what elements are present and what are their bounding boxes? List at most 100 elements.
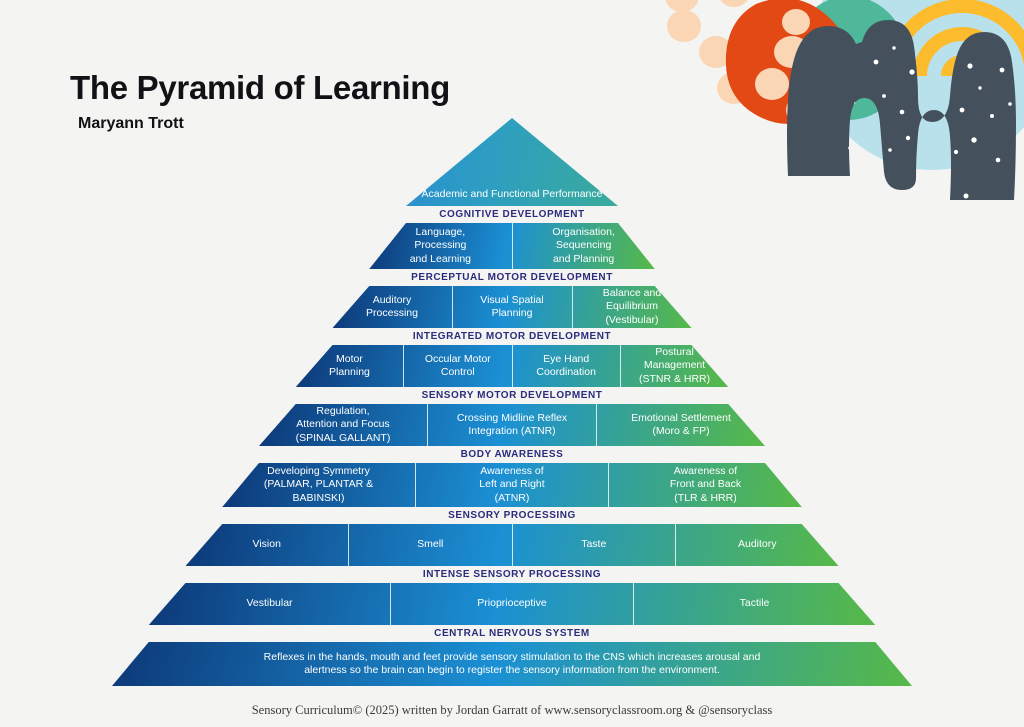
pyramid-cell-line: Left and Right	[479, 478, 545, 491]
pyramid-cell-line: BABINSKI)	[292, 491, 345, 504]
pyramid-cell: Emotional Settlement(Moro & FP)	[597, 404, 765, 446]
pyramid-cell-line: Occular Motor	[424, 352, 491, 365]
pyramid-cell-line: Processing	[414, 239, 467, 252]
pyramid-cell-line: Regulation,	[316, 405, 370, 418]
pyramid-cell-line: Equilibrium	[606, 300, 658, 313]
pyramid-cell-line: Tactile	[739, 597, 770, 610]
pyramid-cell: Vestibular	[149, 583, 392, 625]
page-title: The Pyramid of Learning	[70, 69, 450, 106]
pyramid-cell-line: Postural	[655, 346, 694, 359]
pyramid-cell: Tactile	[634, 583, 876, 625]
pyramid-cell: Smell	[349, 524, 513, 566]
pyramid-tier: Regulation,Attention and Focus(SPINAL GA…	[259, 404, 765, 446]
tier-label-sensory-motor-development: SENSORY MOTOR DEVELOPMENT	[421, 390, 603, 401]
pyramid-cell-line: Emotional Settlement	[631, 411, 731, 424]
apex-line: Performance	[542, 187, 603, 200]
pyramid-cell: Taste	[513, 524, 677, 566]
tier-label-central-nervous-system: CENTRAL NERVOUS SYSTEM	[434, 628, 590, 639]
pyramid-cell-line: Processing	[366, 307, 418, 319]
pyramid-cell-line: Control	[440, 366, 475, 378]
pyramid-cell-line: Vestibular	[246, 597, 293, 610]
pyramid-tier: Vestibular Prioprioceptive Tactile	[149, 583, 876, 625]
apex-line: Academic	[421, 187, 468, 200]
pyramid-cell-line: and Learning	[409, 252, 472, 265]
pyramid-apex: Academic and Functional Performance	[406, 118, 618, 206]
pyramid-cell-line: Balance and	[602, 287, 662, 300]
tier-label-integrated-motor-development: INTEGRATED MOTOR DEVELOPMENT	[412, 331, 612, 342]
pyramid-cell-line: Motor	[336, 352, 363, 365]
pyramid-cell-line: Sequencing	[555, 239, 612, 252]
pyramid-cell: Reflexes in the hands, mouth and feet pr…	[112, 642, 912, 686]
pyramid-cell-line: Auditory	[737, 538, 777, 551]
pyramid-cell-line: Reflexes in the hands, mouth and feet pr…	[263, 650, 761, 663]
pyramid-cell: Vision	[186, 524, 350, 566]
apex-text: Academic and Functional Performance	[406, 188, 618, 201]
pyramid-cell-line: Planning	[329, 366, 370, 378]
pyramid-cell-line: Integration (ATNR)	[468, 425, 556, 437]
peach-dots	[665, 0, 828, 127]
pyramid-tier: Vision Smell Taste Auditory	[186, 524, 839, 566]
pyramid-cell: Auditory	[676, 524, 839, 566]
pyramid-cell-line: Coordination	[536, 366, 596, 378]
pyramid-cell-line: Eye Hand	[543, 352, 590, 365]
pyramid-cell-line: (ATNR)	[494, 491, 530, 504]
pyramid-cell-line: Awareness of	[673, 465, 738, 478]
pyramid-cell-line: Crossing Midline Reflex	[456, 411, 568, 424]
pyramid-cell-line: Language,	[415, 226, 466, 239]
pyramid-cell: Developing Symmetry(PALMAR, PLANTAR &BAB…	[222, 463, 416, 507]
pyramid-cell-line: Attention and Focus	[296, 418, 390, 431]
pyramid-cell-line: (PALMAR, PLANTAR &	[263, 478, 374, 491]
pyramid-cell-line: Vision	[252, 538, 281, 551]
heading-block: The Pyramid of Learning Maryann Trott	[70, 69, 450, 133]
pyramid-cell-line: Visual Spatial	[480, 293, 544, 306]
yellow-arcs	[885, 0, 1024, 77]
pyramid-cell-line: (TLR & HRR)	[674, 491, 737, 504]
author-name: Maryann Trott	[78, 115, 184, 133]
pyramid-cell-line: (STNR & HRR)	[638, 372, 711, 385]
pyramid-cell-line: Planning	[491, 307, 533, 319]
pyramid-diagram: Academic and Functional Performance COGN…	[0, 118, 1024, 686]
pyramid-cell: Prioprioceptive	[391, 583, 634, 625]
pyramid-cell-line: (Vestibular)	[605, 313, 659, 326]
pyramid-tier: Developing Symmetry(PALMAR, PLANTAR &BAB…	[222, 463, 802, 507]
apex-line: and	[470, 187, 489, 200]
pyramid-cell-line: Prioprioceptive	[477, 597, 547, 610]
pyramid-cell-line: Smell	[417, 538, 444, 551]
tier-label-body-awareness: BODY AWARENESS	[460, 449, 564, 460]
footer-credit: Sensory Curriculum© (2025) written by Jo…	[251, 703, 773, 717]
pyramid-cell-line: Taste	[581, 538, 607, 551]
pyramid-cell-line: and Planning	[552, 252, 615, 265]
pyramid-cell: Regulation,Attention and Focus(SPINAL GA…	[259, 404, 428, 446]
apex-line: Functional	[491, 187, 540, 200]
tier-label-intense-sensory-processing: INTENSE SENSORY PROCESSING	[422, 569, 602, 580]
teal-blob	[791, 0, 907, 120]
pyramid-cell-line: alertness so the brain can begin to regi…	[304, 664, 720, 676]
pyramid-cell-line: Management	[643, 359, 706, 372]
pyramid-cell-line: (SPINAL GALLANT)	[295, 431, 391, 444]
tier-label-sensory-processing: SENSORY PROCESSING	[448, 510, 576, 521]
pyramid-cell-line: Developing Symmetry	[267, 465, 370, 478]
pyramid-cell-line: (Moro & FP)	[652, 425, 710, 437]
orange-blob	[725, 0, 850, 125]
tier-label-cognitive-development: COGNITIVE DEVELOPMENT	[439, 209, 585, 220]
pyramid-cell-line: Awareness of	[480, 465, 544, 478]
pyramid-cell-line: Organisation,	[552, 226, 615, 239]
pyramid-tier: Reflexes in the hands, mouth and feet pr…	[112, 642, 912, 686]
tier-label-perceptual-motor-development: PERCEPTUAL MOTOR DEVELOPMENT	[411, 272, 613, 283]
pyramid-cell-line: Auditory	[372, 293, 412, 306]
pyramid-cell-line: Front and Back	[669, 478, 742, 491]
